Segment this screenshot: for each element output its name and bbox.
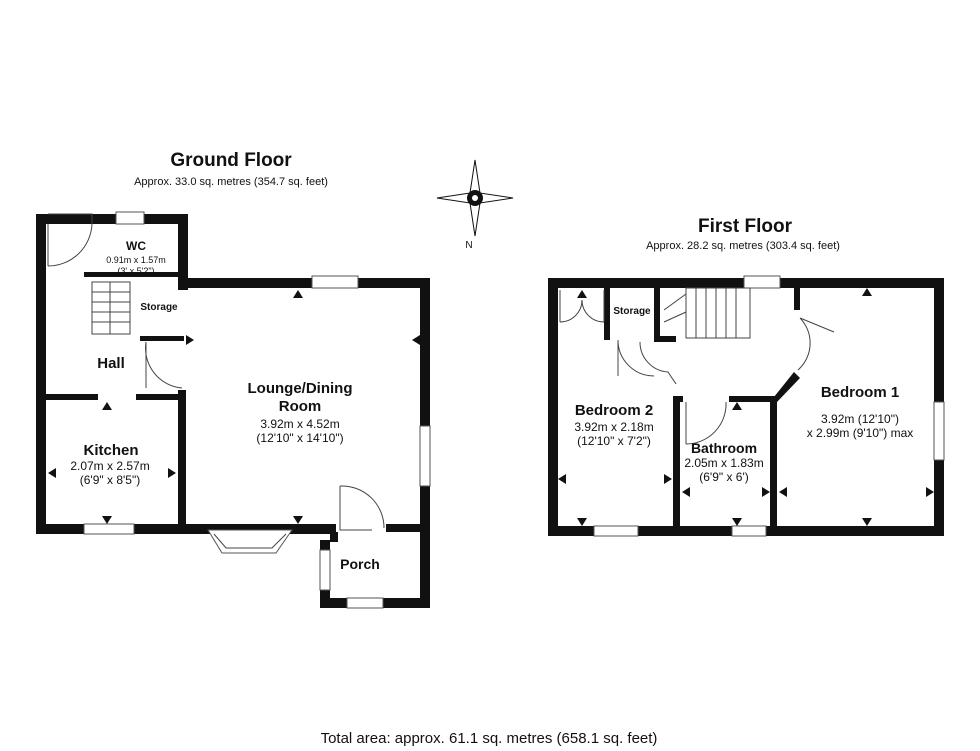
window xyxy=(319,549,331,591)
window xyxy=(311,275,359,289)
wall xyxy=(548,278,558,536)
wall xyxy=(36,214,188,224)
wall xyxy=(330,532,338,542)
wc-name: WC xyxy=(126,239,146,253)
door-swing xyxy=(685,401,727,445)
door-swing xyxy=(339,485,385,531)
wall xyxy=(770,372,800,402)
door-swing xyxy=(797,317,835,371)
wall xyxy=(42,394,98,400)
door-swing xyxy=(145,341,183,389)
door-swing xyxy=(47,213,93,267)
staircase xyxy=(685,287,751,339)
window xyxy=(115,211,145,225)
window xyxy=(743,275,781,289)
ground-floor-title: Ground Floor xyxy=(170,150,292,171)
dimension-arrow xyxy=(682,487,690,497)
first-floor-area: Approx. 28.2 sq. metres (303.4 sq. feet) xyxy=(646,240,840,252)
compass-north-label: N xyxy=(465,240,473,251)
bedroom2-name: Bedroom 2 xyxy=(574,402,654,419)
storage-label: Storage xyxy=(140,302,178,313)
hall-name: Hall xyxy=(97,355,125,372)
dimension-arrow xyxy=(732,402,742,410)
bedroom2-dim-m: 3.92m x 2.18m xyxy=(574,420,654,434)
wall xyxy=(673,398,680,528)
wall xyxy=(178,278,430,288)
wardrobe-doors xyxy=(559,290,605,323)
bedroom1-dim-line2: x 2.99m (9'10") max xyxy=(806,426,914,440)
bedroom1-name: Bedroom 1 xyxy=(820,384,900,401)
door-swing xyxy=(617,339,655,377)
wall xyxy=(36,214,46,534)
dimension-arrow xyxy=(168,468,176,478)
door-swing xyxy=(639,341,677,385)
porch-name: Porch xyxy=(340,556,380,572)
bathroom-name: Bathroom xyxy=(690,440,758,456)
lounge-dim-m: 3.92m x 4.52m xyxy=(260,417,340,431)
wall xyxy=(136,394,184,400)
window xyxy=(346,597,384,609)
window xyxy=(83,523,135,535)
bathroom-dim-ft: (6'9" x 6') xyxy=(699,470,749,484)
dimension-arrow xyxy=(102,402,112,410)
wc-dim-m: 0.91m x 1.57m xyxy=(106,255,166,265)
dimension-arrow xyxy=(862,288,872,296)
wall xyxy=(654,286,660,338)
wall xyxy=(84,272,184,277)
staircase xyxy=(91,281,131,335)
stair-tread xyxy=(663,311,687,323)
dimension-arrow xyxy=(558,474,566,484)
dimension-arrow xyxy=(412,335,420,345)
compass-rose-icon xyxy=(436,159,514,237)
dimension-arrow xyxy=(664,474,672,484)
bay-window xyxy=(213,533,287,549)
wall xyxy=(178,214,188,290)
dimension-arrow xyxy=(732,518,742,526)
wc-dim-ft: (3' x 5'2") xyxy=(117,266,155,276)
wall xyxy=(178,390,186,525)
dimension-arrow xyxy=(926,487,934,497)
wall xyxy=(794,286,800,310)
ground-floor-area: Approx. 33.0 sq. metres (354.7 sq. feet) xyxy=(134,176,328,188)
wall xyxy=(140,336,184,341)
dimension-arrow xyxy=(293,290,303,298)
first-floor-plan xyxy=(548,275,945,537)
dimension-arrow xyxy=(779,487,787,497)
wall xyxy=(604,286,610,340)
window xyxy=(933,401,945,461)
dimension-arrow xyxy=(48,468,56,478)
bedroom2-dim-ft: (12'10" x 7'2") xyxy=(577,434,651,448)
bedroom1-dim-line1: 3.92m (12'10") xyxy=(821,412,899,426)
window xyxy=(731,525,767,537)
dimension-arrow xyxy=(102,516,112,524)
first-floor-title: First Floor xyxy=(698,216,792,237)
wall xyxy=(770,398,777,528)
dimension-arrow xyxy=(862,518,872,526)
bathroom-dim-m: 2.05m x 1.83m xyxy=(684,456,764,470)
dimension-arrow xyxy=(577,518,587,526)
ground-floor-plan xyxy=(36,211,431,609)
wall xyxy=(673,396,683,402)
dimension-arrow xyxy=(293,516,303,524)
window xyxy=(419,425,431,487)
lounge-name-line1: Lounge/Dining xyxy=(247,380,353,397)
wall xyxy=(386,524,430,532)
stair-tread xyxy=(663,293,687,311)
kitchen-name: Kitchen xyxy=(83,442,139,459)
lounge-dim-ft: (12'10" x 14'10") xyxy=(256,431,344,445)
bay-window xyxy=(207,529,293,554)
wall xyxy=(729,396,777,402)
kitchen-dim-m: 2.07m x 2.57m xyxy=(70,459,150,473)
dimension-arrow xyxy=(762,487,770,497)
dimension-arrow xyxy=(577,290,587,298)
wall xyxy=(36,524,336,534)
kitchen-dim-ft: (6'9" x 8'5") xyxy=(79,473,141,487)
window xyxy=(593,525,639,537)
dimension-arrow xyxy=(186,335,194,345)
wall xyxy=(654,336,676,342)
first-floor-storage-label: Storage xyxy=(613,306,651,317)
total-area: Total area: approx. 61.1 sq. metres (658… xyxy=(320,730,658,747)
lounge-name-line2: Room xyxy=(278,398,322,415)
